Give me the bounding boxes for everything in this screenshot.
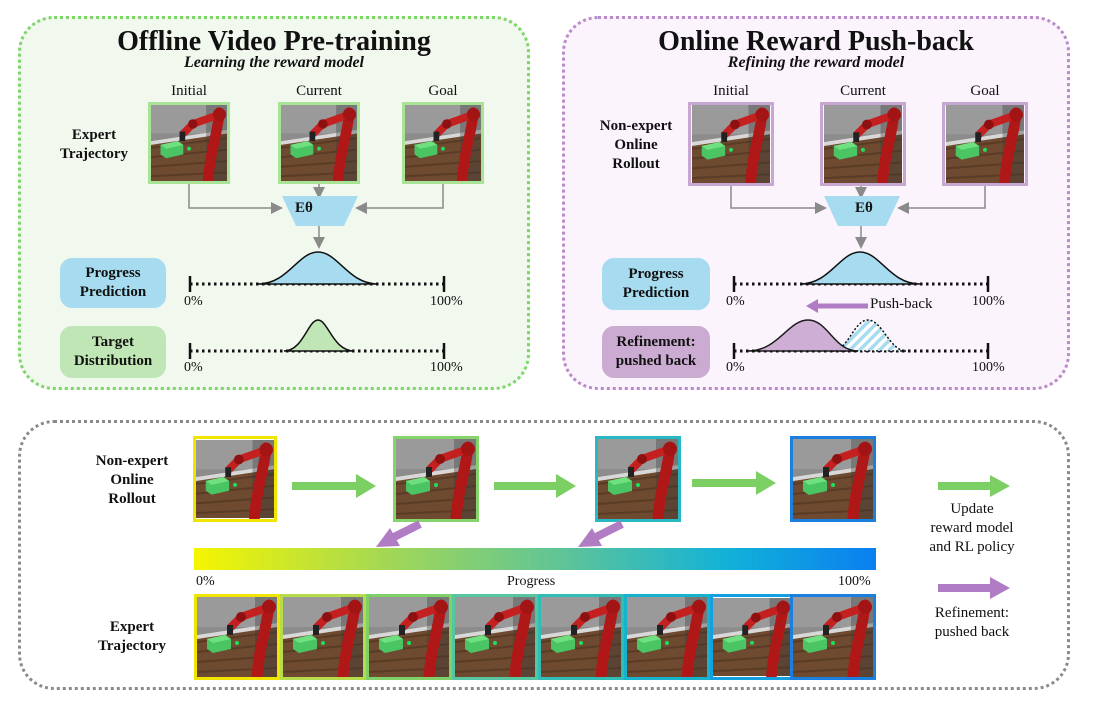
offline-current-label: Current bbox=[296, 83, 342, 99]
offline-diagram-lines bbox=[188, 184, 446, 359]
online-refinement-pill: Refinement:pushed back bbox=[602, 326, 710, 378]
offline-goal-label: Goal bbox=[428, 83, 458, 99]
online-panel-subtitle: Refining the reward model bbox=[727, 54, 905, 71]
online-initial-label: Initial bbox=[713, 83, 749, 99]
pushback-label: Push-back bbox=[870, 296, 933, 312]
offline-progress-axis-min: 0% bbox=[184, 294, 203, 309]
progress-label: Progress bbox=[507, 574, 556, 589]
rollout-frame-2 bbox=[393, 436, 479, 522]
expert-frame-8 bbox=[790, 594, 876, 680]
rollout-frame-1 bbox=[193, 436, 277, 522]
online-goal-label: Goal bbox=[970, 83, 1000, 99]
offline-current-frame bbox=[278, 102, 360, 184]
offline-target-axis-max: 100% bbox=[430, 360, 463, 375]
offline-progress-axis-max: 100% bbox=[430, 294, 463, 309]
expert-frame-1 bbox=[194, 594, 280, 680]
expert-frame-5 bbox=[538, 594, 624, 680]
expert-frame-4 bbox=[452, 594, 538, 680]
offline-encoder-label: Eθ bbox=[295, 200, 313, 216]
offline-target-axis-min: 0% bbox=[184, 360, 203, 375]
expert-frame-3 bbox=[366, 594, 452, 680]
online-diagram-lines bbox=[730, 186, 990, 359]
online-progress-axis-max: 100% bbox=[972, 294, 1005, 309]
online-current-frame bbox=[820, 102, 906, 186]
expert-frame-6 bbox=[624, 594, 710, 680]
online-refine-axis-min: 0% bbox=[726, 360, 745, 375]
online-refine-axis-max: 100% bbox=[972, 360, 1005, 375]
offline-panel-subtitle: Learning the reward model bbox=[183, 54, 364, 71]
offline-goal-frame bbox=[402, 102, 484, 184]
online-initial-frame bbox=[688, 102, 774, 186]
offline-panel-title: Offline Video Pre-training bbox=[117, 26, 431, 57]
progress-max-label: 100% bbox=[838, 574, 871, 589]
rollout-frame-3 bbox=[595, 436, 681, 522]
legend-arrows bbox=[938, 475, 1010, 599]
expert-frame-2 bbox=[280, 594, 366, 680]
rollout-arrows bbox=[292, 471, 776, 547]
progress-min-label: 0% bbox=[196, 574, 215, 589]
online-current-label: Current bbox=[840, 83, 886, 99]
online-panel-title: Online Reward Push-back bbox=[658, 26, 974, 57]
progress-gradient-bar bbox=[194, 548, 876, 570]
online-progress-axis-min: 0% bbox=[726, 294, 745, 309]
expert-frame-7 bbox=[710, 594, 794, 680]
online-encoder-label: Eθ bbox=[855, 200, 873, 216]
legend-refine-text: Refinement:pushed back bbox=[934, 605, 1010, 640]
offline-initial-frame bbox=[148, 102, 230, 184]
rollout-frame-4 bbox=[790, 436, 876, 522]
offline-initial-label: Initial bbox=[171, 83, 207, 99]
online-goal-frame bbox=[942, 102, 1028, 186]
